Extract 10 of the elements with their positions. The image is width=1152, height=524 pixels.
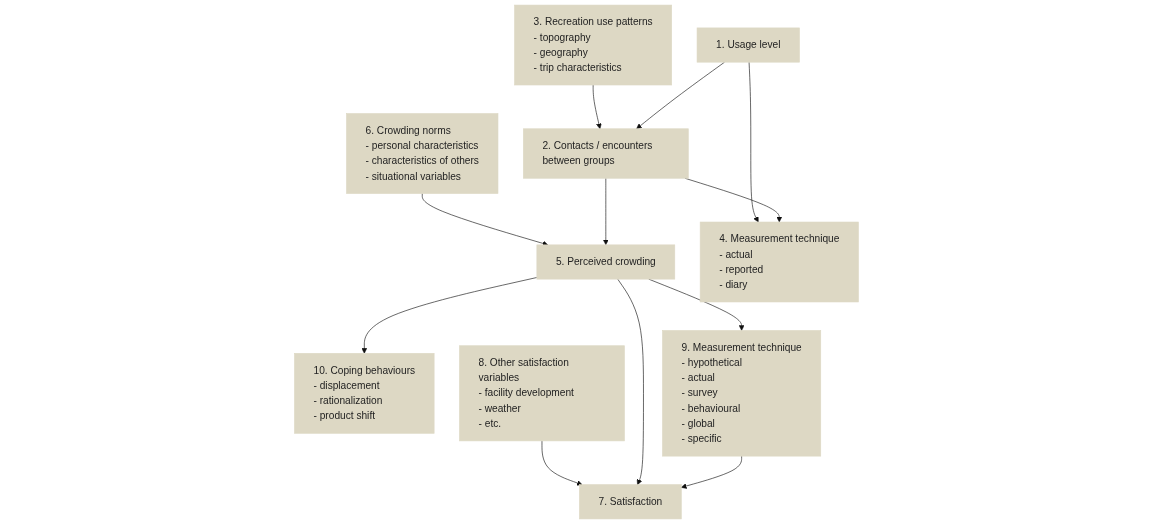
node-box: 6. Crowding norms - personal characteristics - characteristics of others - situational variables bbox=[345, 113, 498, 194]
node-box: 7. Satisfaction bbox=[578, 484, 682, 520]
node-box: 5. Perceived crowding bbox=[536, 244, 675, 280]
node-box: 4. Measurement technique - actual - reported - diary bbox=[699, 221, 859, 303]
node-box: 10. Coping behaviours - displacement - rationalization - product shift bbox=[293, 353, 434, 434]
node-box: 9. Measurement technique - hypothetical - actual - survey - behavioural - global - specific bbox=[661, 330, 821, 457]
node-box: 3. Recreation use patterns - topography - geography - trip characteristics bbox=[513, 4, 672, 86]
node-box: 1. Usage level bbox=[696, 27, 800, 63]
node-box: 8. Other satisfaction variables - facility development - weather - etc. bbox=[458, 345, 625, 442]
node-box: 2. Contacts / encounters between groups bbox=[522, 128, 689, 179]
